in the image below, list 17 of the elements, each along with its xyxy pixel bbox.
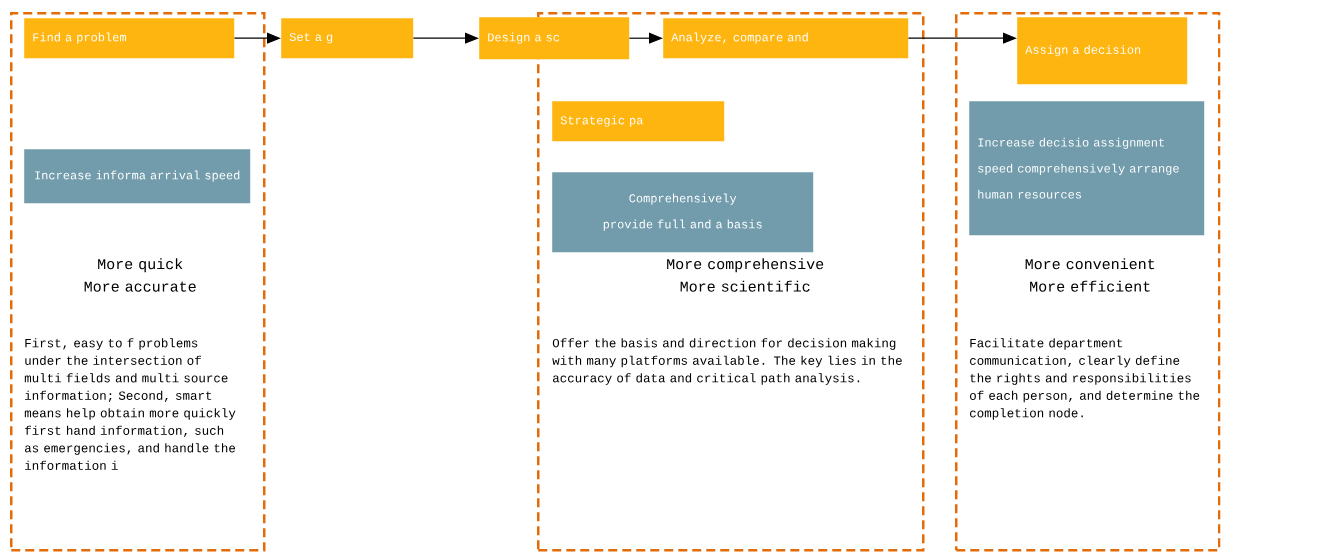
body-text: First, easy to f problems under the intersection of multi fields and multi source information; Second, smart means help obtain more quickly first hand information, such as emergencies, and handle the information i [24,338,236,470]
process-box: Find a problem [24,18,235,59]
dashed-frame [955,12,1221,552]
body-text: Facilitate department communication, clearly define the rights and responsibilities of each person, and determine the completion node. [970,338,1200,420]
process-box: Assign a decision [1017,17,1188,85]
dashed-frame [537,12,925,552]
process-box: Design a sc [479,17,630,60]
process-box: Set a g [281,18,414,59]
dashed-frame [10,12,266,552]
info-box: Increase informa arrival speed [24,149,251,204]
body-text: Offer the basis and direction for decision making with many platforms available. The key lies in the accuracy of data and critical path analysis. [552,338,902,385]
caption-text: More convenient More efficient [1025,258,1155,292]
process-box: Strategic pa [552,101,725,142]
process-box: Analyze, compare and [663,18,909,59]
info-box: Comprehensively provide full and a basis [552,172,814,253]
info-box: Increase decisio assignment speed comprehensively arrange human resources [969,101,1205,236]
caption-text: More quick More accurate [84,258,196,292]
